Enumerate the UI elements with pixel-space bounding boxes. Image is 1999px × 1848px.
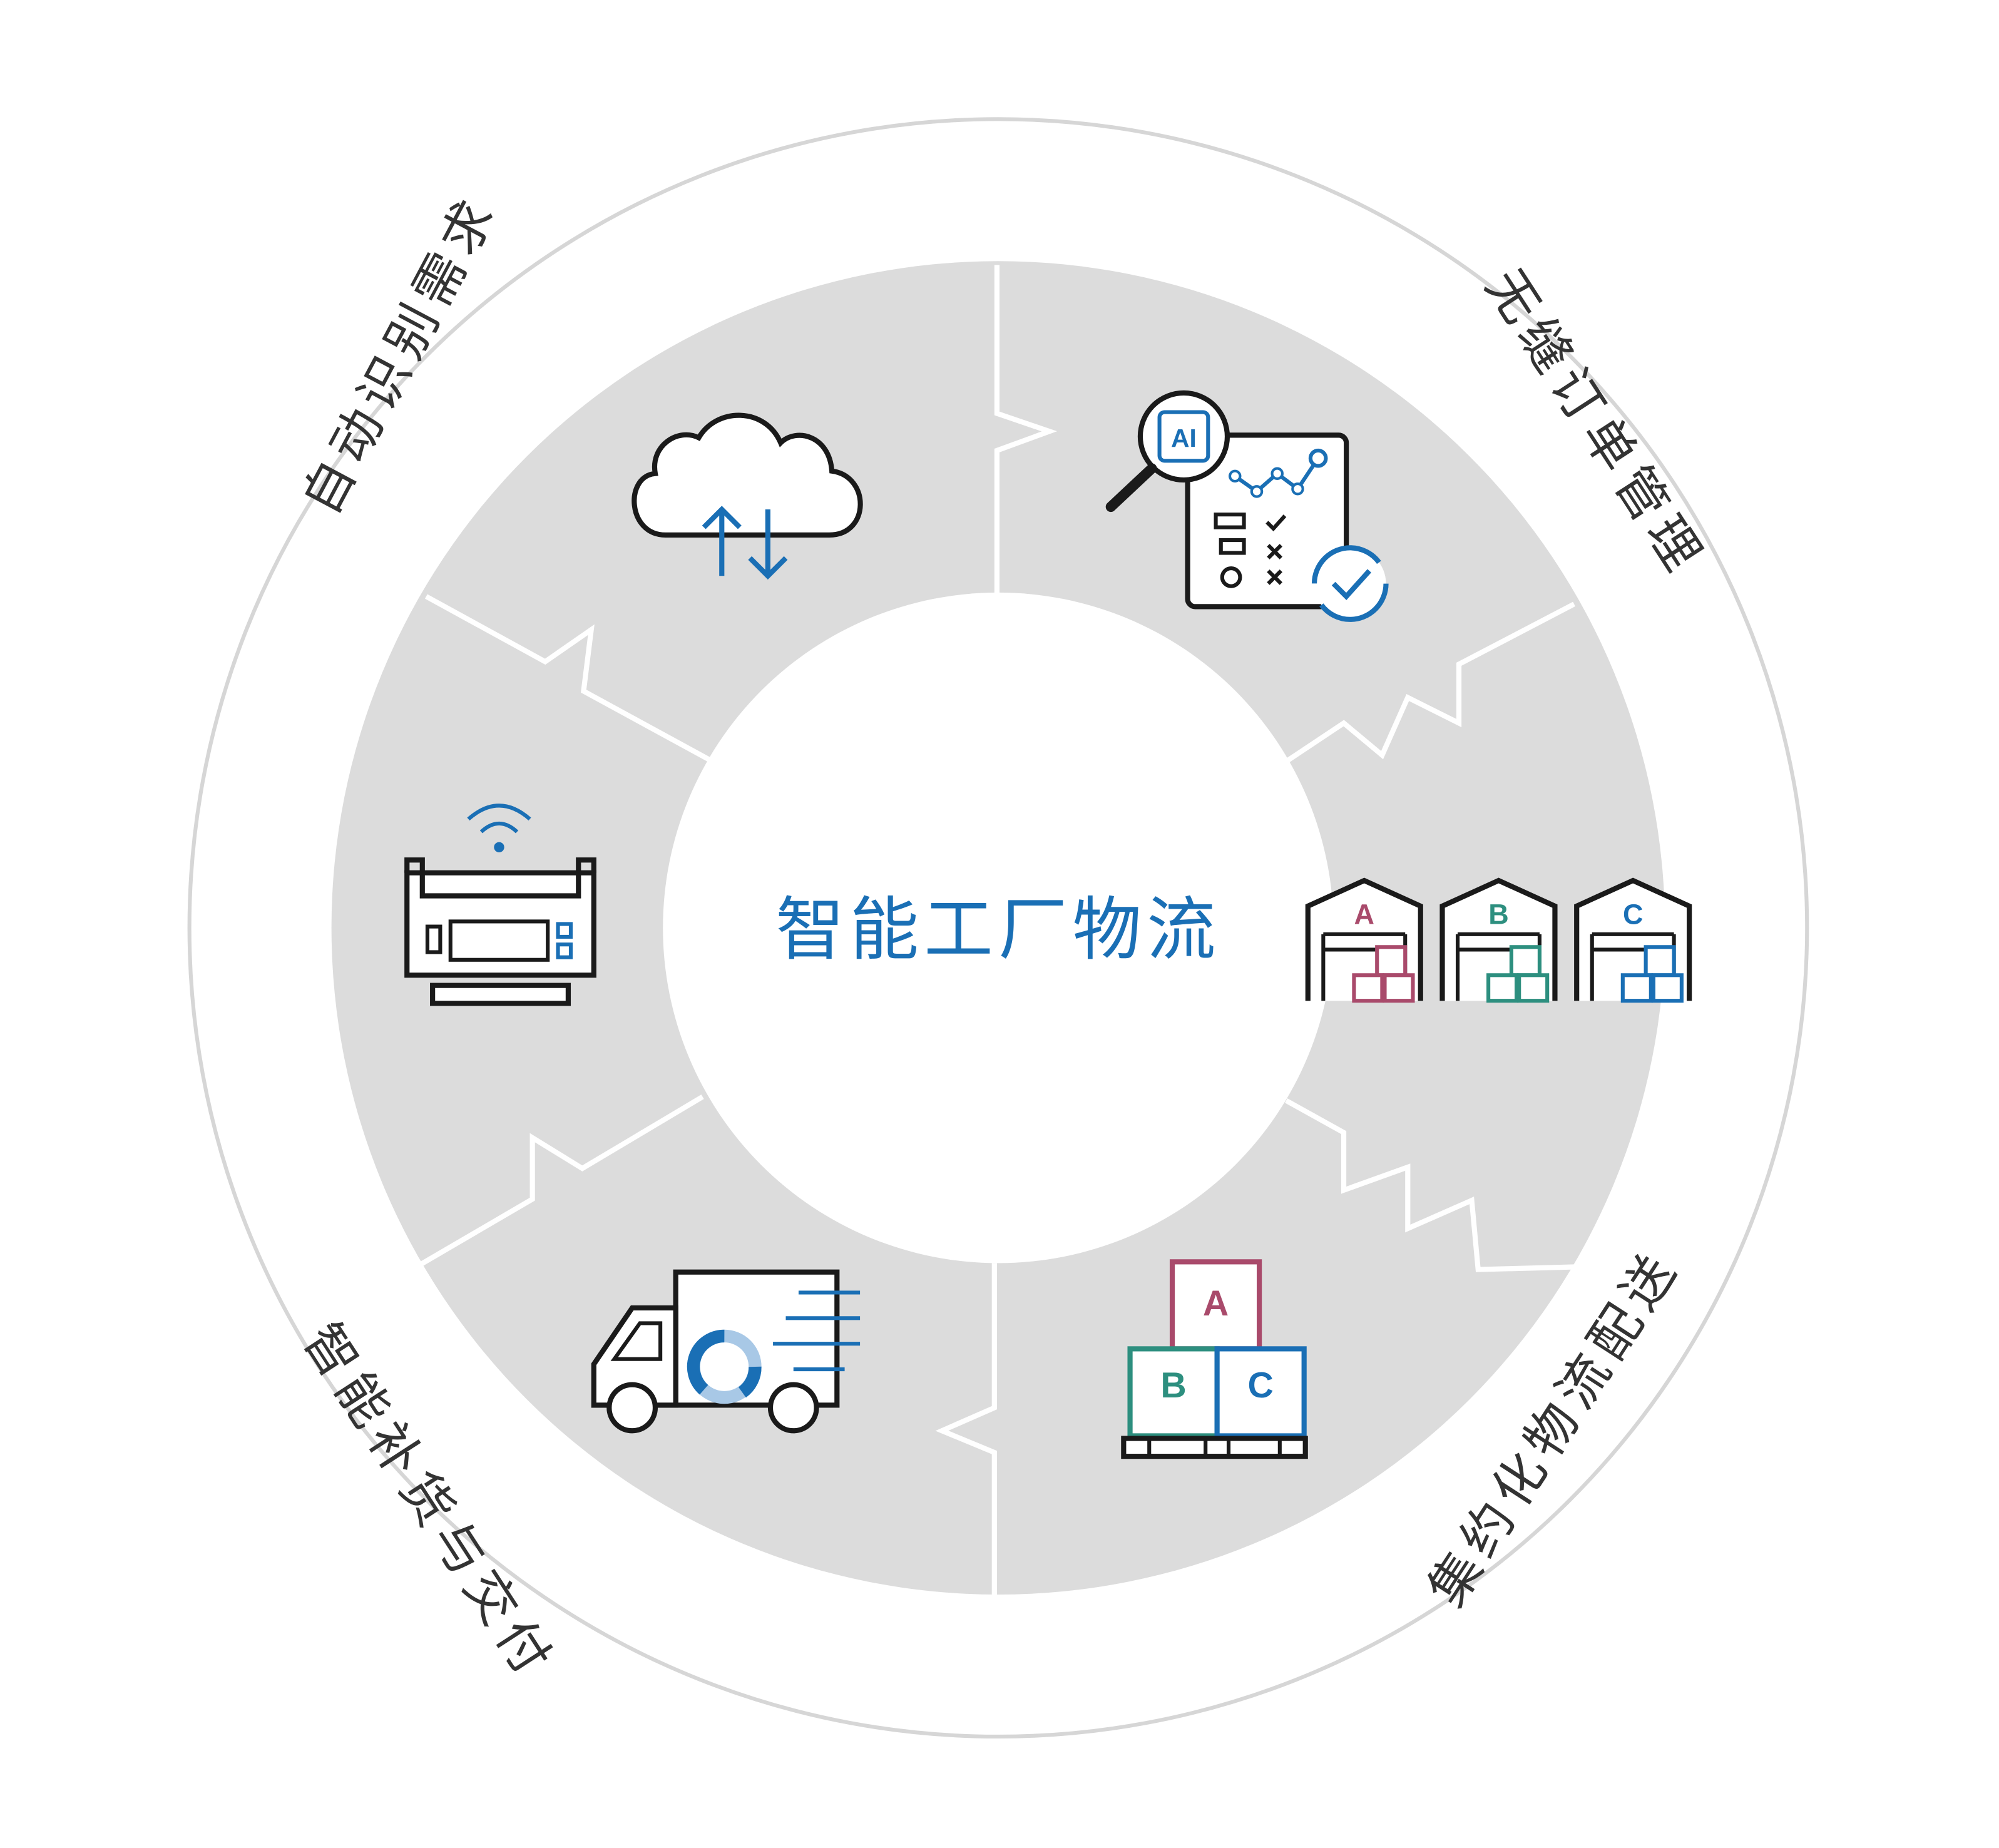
divider-left-lower: [417, 1095, 704, 1268]
divider-bottom: [935, 1263, 997, 1600]
warehouse-letter-b: B: [1488, 899, 1508, 931]
warehouse-letter-a: A: [1354, 899, 1374, 931]
wifi-device-icon: [404, 804, 596, 1006]
divider-right-lower: [1285, 1098, 1575, 1272]
divider-right-upper: [1281, 601, 1576, 767]
abc-warehouses-icon: A B C: [1305, 877, 1692, 1003]
ai-label: AI: [1171, 424, 1197, 452]
segment-dividers: [417, 265, 1576, 1600]
center-hole: [663, 592, 1334, 1263]
box-letter-b: B: [1160, 1366, 1186, 1406]
warehouse-c: C: [1574, 877, 1692, 1003]
divider-top: [994, 265, 1058, 597]
ai-analysis-checklist-icon: AI: [1105, 390, 1389, 622]
delivery-truck-icon: [591, 1269, 861, 1434]
box-letter-c: C: [1247, 1366, 1273, 1406]
box-letter-a: A: [1203, 1284, 1229, 1324]
warehouse-b: B: [1439, 877, 1558, 1003]
divider-left-upper: [424, 594, 712, 763]
warehouse-a: A: [1305, 877, 1423, 1003]
outer-ring: [187, 117, 1809, 1739]
abc-pallet-boxes-icon: A B C: [1121, 1259, 1308, 1459]
center-title: 智能工厂物流: [775, 891, 1221, 971]
warehouse-letter-c: C: [1623, 899, 1643, 931]
cloud-sync-icon: [631, 412, 863, 580]
